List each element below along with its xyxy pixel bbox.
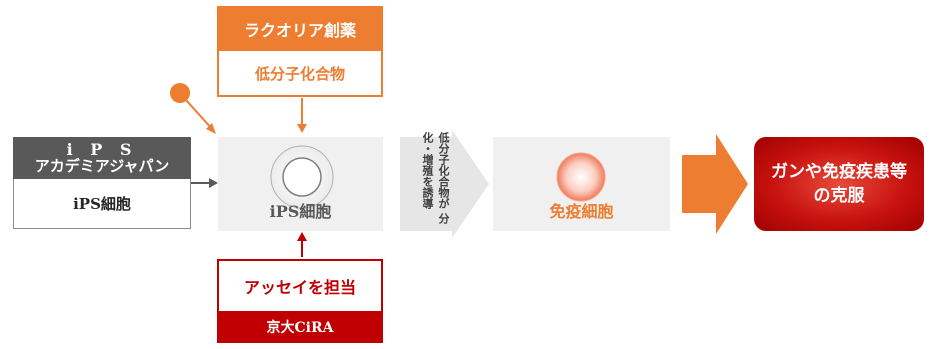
laqualia-role: 低分子化合物: [217, 51, 383, 97]
cira-title: 京大CiRA: [217, 311, 383, 343]
cira-arrow: [297, 232, 307, 257]
result-arrow: [682, 134, 748, 234]
ips-cell-icon: [270, 145, 334, 209]
laqualia-title: ラクオリア創薬: [217, 6, 383, 51]
cira-role: アッセイを担当: [217, 259, 383, 311]
induction-line1: 低分子化合物が: [437, 132, 450, 209]
result-line1: ガンや免疫疾患等: [771, 162, 907, 182]
academia-role: iPS細胞: [13, 179, 191, 229]
ips-cell-label: iPS細胞: [269, 202, 332, 221]
immune-cell-label: 免疫細胞: [549, 202, 614, 221]
laqualia-arrow: [297, 98, 307, 133]
compound-pin-icon: [170, 83, 216, 134]
result-line2: の克服: [813, 186, 865, 206]
academia-arrow: [191, 178, 218, 188]
stage-transition-arrow: [400, 130, 489, 238]
academia-title-line2: アカデミアジャパン: [34, 157, 170, 175]
academia-title: i P S アカデミアジャパン: [13, 137, 191, 179]
result-box: ガンや免疫疾患等 の克服: [754, 137, 924, 231]
immune-cell-icon: [556, 152, 606, 202]
induction-line2: 分化・増殖を誘導: [421, 132, 450, 224]
induction-text: 低分子化合物が 分化・増殖を誘導: [417, 132, 451, 242]
academia-title-line1: i P S: [66, 140, 138, 159]
